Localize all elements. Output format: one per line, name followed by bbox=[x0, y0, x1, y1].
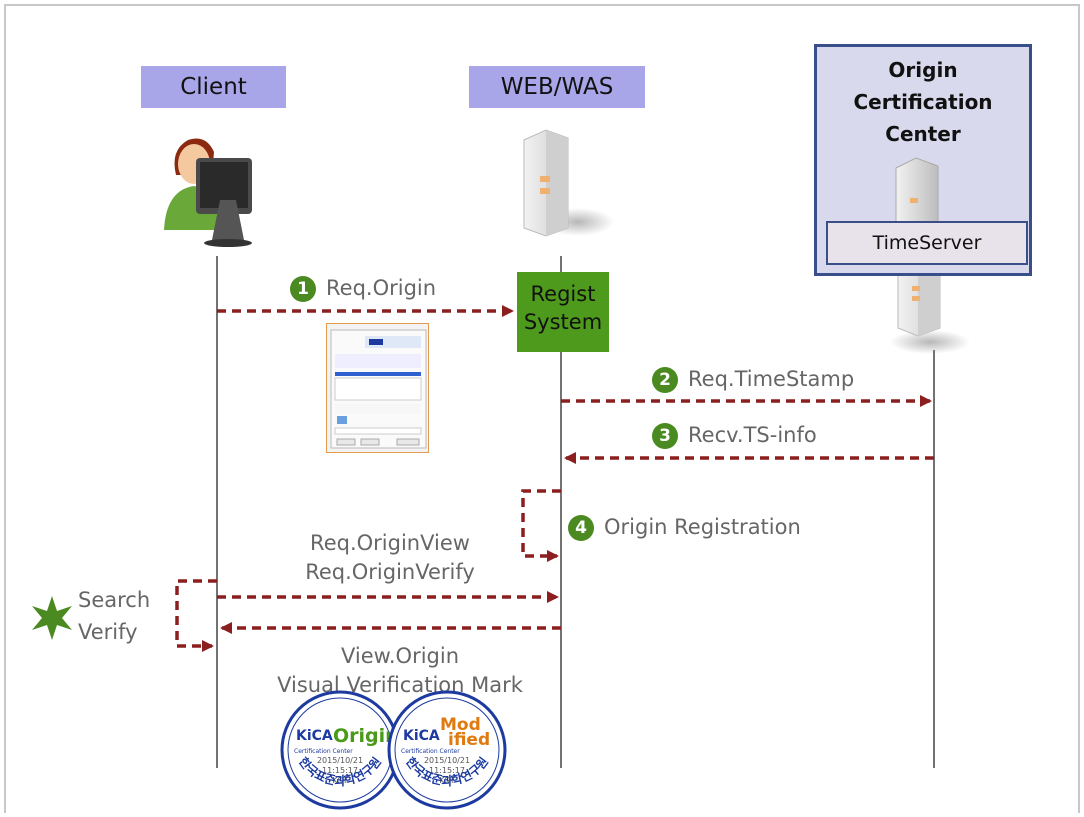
step-4-badge: 4 bbox=[568, 515, 594, 541]
step-1-badge: 1 bbox=[290, 276, 316, 302]
star-icon bbox=[32, 596, 72, 640]
webwas-server-icon bbox=[523, 129, 614, 237]
regist-system-box: Regist System bbox=[517, 272, 609, 352]
timeserver-label: TimeServer bbox=[826, 221, 1028, 265]
client-label: Client bbox=[141, 66, 286, 108]
occ-title: Origin Certification Center bbox=[853, 58, 993, 146]
arrow-origin-registration bbox=[521, 489, 561, 562]
arrow-search-verify bbox=[175, 579, 217, 652]
message-view-origin: View.Origin Visual Verification Mark bbox=[277, 644, 523, 697]
webwas-label: WEB/WAS bbox=[469, 66, 645, 108]
step-3-badge: 3 bbox=[652, 423, 678, 449]
message-req-originview: Req.OriginView Req.OriginVerify bbox=[305, 531, 475, 584]
registration-screenshot-thumbnail bbox=[326, 323, 429, 453]
step-2-badge: 2 bbox=[652, 367, 678, 393]
diagram-frame bbox=[4, 4, 1080, 813]
search-verify-note: Search Verify bbox=[78, 588, 151, 644]
screenshot-image bbox=[330, 329, 427, 449]
client-user-icon bbox=[164, 138, 252, 247]
